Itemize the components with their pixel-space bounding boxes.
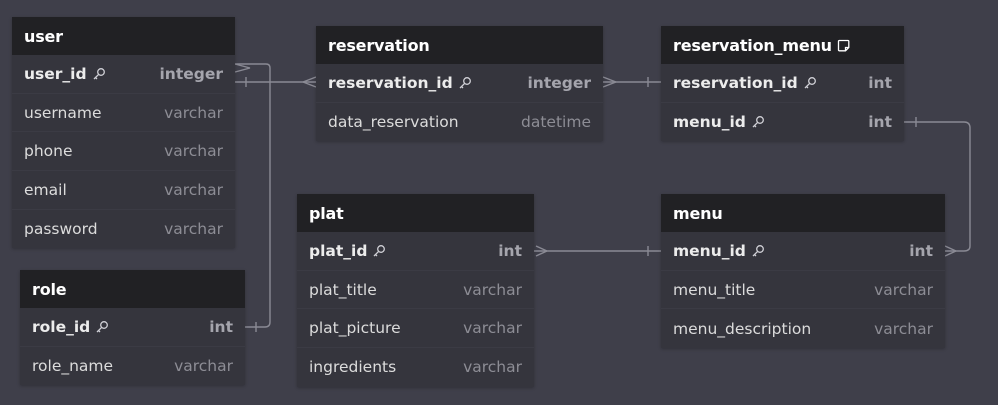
key-icon bbox=[751, 244, 765, 258]
field-name: menu_id bbox=[673, 113, 746, 132]
table-reservation-menu[interactable]: reservation_menu reservation_id int menu… bbox=[661, 26, 904, 142]
field-row[interactable]: menu_id int bbox=[661, 232, 945, 271]
field-name: password bbox=[24, 220, 98, 239]
field-type: varchar bbox=[164, 180, 223, 199]
table-header[interactable]: user bbox=[12, 17, 235, 55]
field-row[interactable]: user_id integer bbox=[12, 55, 235, 94]
rel-plat-menu bbox=[534, 245, 661, 257]
field-row[interactable]: role_name varchar bbox=[20, 347, 245, 386]
field-name: ingredients bbox=[309, 358, 397, 377]
field-type: int bbox=[868, 113, 892, 132]
field-type: int bbox=[909, 241, 933, 260]
table-title: plat bbox=[309, 203, 344, 223]
field-type: varchar bbox=[463, 319, 522, 338]
field-name: reservation_id bbox=[673, 73, 798, 92]
field-type: int bbox=[209, 317, 233, 336]
field-row[interactable]: username varchar bbox=[12, 94, 235, 133]
field-name: user_id bbox=[24, 64, 87, 83]
field-type: varchar bbox=[463, 280, 522, 299]
field-row[interactable]: plat_id int bbox=[297, 232, 534, 271]
field-name: phone bbox=[24, 142, 73, 161]
table-title: reservation bbox=[328, 35, 430, 55]
field-type: datetime bbox=[521, 113, 591, 132]
table-header[interactable]: reservation_menu bbox=[661, 26, 904, 64]
table-reservation[interactable]: reservation reservation_id integer data_… bbox=[316, 26, 603, 142]
field-row[interactable]: data_reservation datetime bbox=[316, 103, 603, 142]
note-icon[interactable] bbox=[837, 39, 850, 52]
field-row[interactable]: role_id int bbox=[20, 308, 245, 347]
field-type: varchar bbox=[164, 142, 223, 161]
field-type: varchar bbox=[874, 319, 933, 338]
field-row[interactable]: phone varchar bbox=[12, 132, 235, 172]
table-header[interactable]: menu bbox=[661, 194, 945, 232]
rel-user-reservation bbox=[235, 76, 317, 88]
field-name: plat_picture bbox=[309, 319, 401, 338]
key-icon bbox=[751, 115, 765, 129]
field-row[interactable]: menu_id int bbox=[661, 103, 904, 142]
field-name: plat_title bbox=[309, 280, 377, 299]
field-row[interactable]: ingredients varchar bbox=[297, 348, 534, 387]
table-title: role bbox=[32, 279, 67, 299]
table-header[interactable]: reservation bbox=[316, 26, 603, 64]
table-title: user bbox=[24, 26, 63, 46]
rel-reservation-resmenu bbox=[602, 76, 661, 88]
table-title: reservation_menu bbox=[673, 35, 832, 55]
field-type: varchar bbox=[463, 358, 522, 377]
key-icon bbox=[372, 244, 386, 258]
table-role[interactable]: role role_id int role_name varchar bbox=[20, 270, 245, 386]
key-icon bbox=[92, 67, 106, 81]
table-header[interactable]: plat bbox=[297, 194, 534, 232]
field-name: role_name bbox=[32, 357, 114, 376]
field-name: username bbox=[24, 103, 102, 122]
table-user[interactable]: user user_id integer username varchar ph… bbox=[12, 17, 235, 249]
field-type: varchar bbox=[164, 103, 223, 122]
field-type: int bbox=[498, 241, 522, 260]
key-icon bbox=[803, 76, 817, 90]
field-type: varchar bbox=[874, 280, 933, 299]
field-name: menu_id bbox=[673, 241, 746, 260]
field-name: plat_id bbox=[309, 241, 368, 260]
field-type: integer bbox=[159, 64, 223, 83]
field-row[interactable]: reservation_id integer bbox=[316, 64, 603, 103]
field-type: varchar bbox=[174, 357, 233, 376]
field-name: menu_description bbox=[673, 319, 812, 338]
field-row[interactable]: plat_title varchar bbox=[297, 271, 534, 310]
field-row[interactable]: plat_picture varchar bbox=[297, 309, 534, 349]
field-row[interactable]: menu_title varchar bbox=[661, 271, 945, 310]
field-type: int bbox=[868, 73, 892, 92]
field-name: data_reservation bbox=[328, 113, 459, 132]
key-icon bbox=[95, 320, 109, 334]
table-menu[interactable]: menu menu_id int menu_title varchar menu… bbox=[661, 194, 945, 349]
field-name: menu_title bbox=[673, 280, 756, 299]
field-row[interactable]: password varchar bbox=[12, 210, 235, 249]
table-plat[interactable]: plat plat_id int plat_title varchar plat… bbox=[297, 194, 534, 387]
key-icon bbox=[458, 76, 472, 90]
table-title: menu bbox=[673, 203, 723, 223]
field-row[interactable]: menu_description varchar bbox=[661, 309, 945, 348]
table-header[interactable]: role bbox=[20, 270, 245, 308]
field-type: varchar bbox=[164, 220, 223, 239]
field-name: email bbox=[24, 180, 67, 199]
field-name: role_id bbox=[32, 317, 91, 336]
field-row[interactable]: email varchar bbox=[12, 171, 235, 210]
field-row[interactable]: reservation_id int bbox=[661, 64, 904, 103]
field-name: reservation_id bbox=[328, 73, 453, 92]
field-type: integer bbox=[527, 73, 591, 92]
